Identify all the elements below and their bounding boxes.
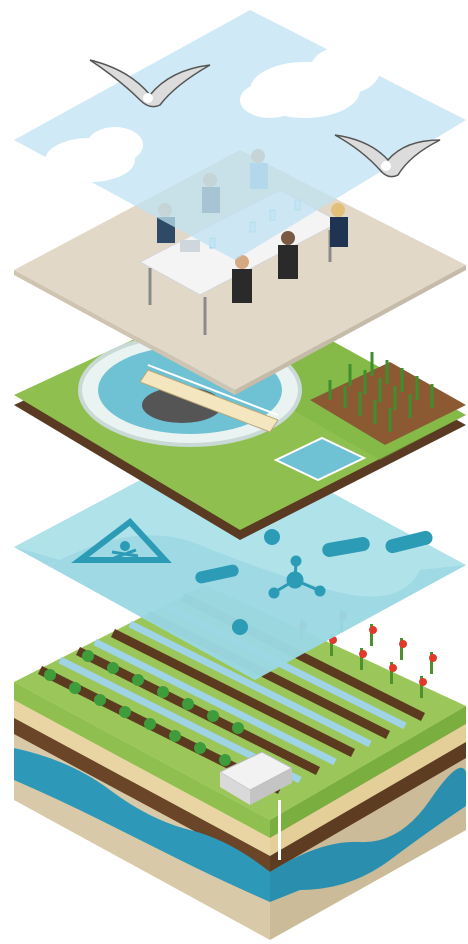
groundwater-layer bbox=[14, 748, 270, 902]
contaminant-layer bbox=[14, 435, 466, 680]
virus-icon bbox=[232, 529, 280, 635]
soil-block bbox=[14, 585, 466, 940]
pond bbox=[273, 436, 367, 482]
person bbox=[278, 231, 298, 279]
bacteria-icon bbox=[195, 530, 433, 584]
walkway-bridge bbox=[139, 364, 279, 433]
laptop-icon bbox=[180, 240, 200, 252]
crop-field bbox=[310, 352, 466, 445]
seagull-icon bbox=[89, 59, 211, 108]
cloud-icon bbox=[38, 127, 143, 186]
person bbox=[232, 255, 252, 303]
cloud-icon bbox=[240, 46, 380, 118]
molecule-icon bbox=[268, 555, 326, 599]
hazard-sign-icon bbox=[71, 517, 172, 563]
person bbox=[330, 203, 348, 247]
seagull-icon bbox=[334, 134, 441, 178]
well-pump-icon bbox=[218, 751, 294, 860]
lettuce-plants bbox=[44, 650, 244, 766]
sky-layer bbox=[14, 10, 466, 260]
